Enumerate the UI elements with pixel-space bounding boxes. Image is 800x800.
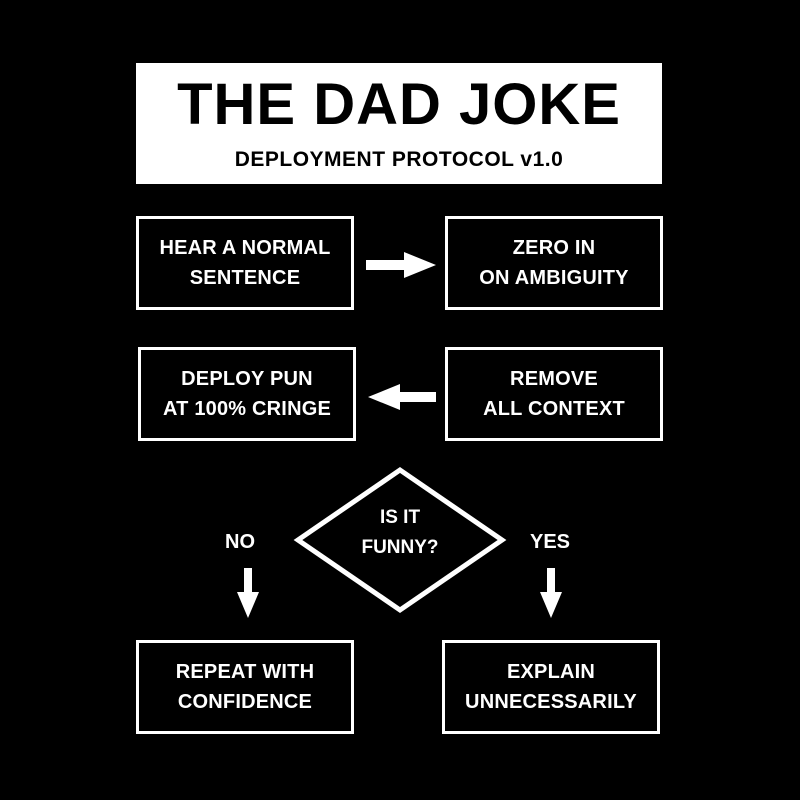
decision-diamond (293, 466, 507, 614)
arrow-right-icon (366, 252, 436, 278)
decision-label: IS IT FUNNY? (361, 507, 439, 558)
title-banner: THE DAD JOKE DEPLOYMENT PROTOCOL v1.0 (136, 63, 662, 184)
arrow-left-icon (368, 384, 436, 410)
step-label: REMOVE ALL CONTEXT (483, 368, 625, 420)
page-subtitle: DEPLOYMENT PROTOCOL v1.0 (234, 148, 564, 171)
outcome-label: EXPLAIN UNNECESSARILY (465, 661, 637, 713)
arrow-down-icon (237, 568, 259, 618)
page-title: THE DAD JOKE (177, 72, 621, 137)
step-label: HEAR A NORMAL SENTENCE (159, 237, 331, 289)
step-remove-context: REMOVE ALL CONTEXT (445, 347, 663, 441)
branch-no-label: NO (225, 531, 255, 553)
outcome-label: REPEAT WITH CONFIDENCE (175, 661, 315, 713)
step-hear-sentence: HEAR A NORMAL SENTENCE (136, 216, 354, 310)
arrow-down-icon (540, 568, 562, 618)
outcome-explain: EXPLAIN UNNECESSARILY (442, 640, 660, 734)
step-label: DEPLOY PUN AT 100% CRINGE (162, 368, 332, 420)
step-zero-in-ambiguity: ZERO IN ON AMBIGUITY (445, 216, 663, 310)
outcome-repeat: REPEAT WITH CONFIDENCE (136, 640, 354, 734)
step-label: ZERO IN ON AMBIGUITY (479, 237, 629, 289)
branch-yes-label: YES (530, 531, 571, 553)
step-deploy-pun: DEPLOY PUN AT 100% CRINGE (138, 347, 356, 441)
